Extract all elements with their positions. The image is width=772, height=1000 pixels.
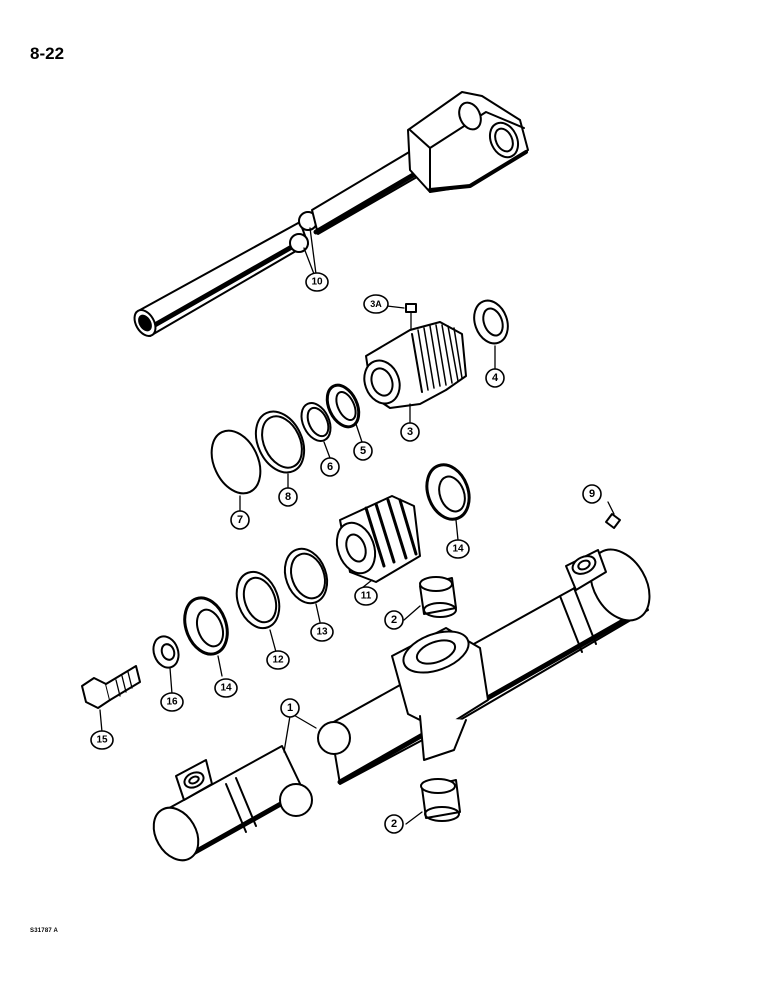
callout-13: 13 [316,627,328,638]
callout-7: 7 [237,514,243,526]
part-16-washer [152,635,180,695]
callout-14-upper: 14 [452,544,464,555]
drawing-code: S31787 A [30,928,59,934]
callout-3: 3 [407,426,413,438]
callout-4: 4 [492,372,499,384]
part-5-seal [325,383,363,443]
callout-9: 9 [589,488,595,500]
part-14-lower-ring [183,596,229,677]
callout-2-upper: 2 [391,614,397,626]
part-2-bushing-lower [405,778,461,825]
part-12-ring [235,570,281,653]
part-6-ring [300,402,332,459]
cylinder-barrel [152,501,651,862]
callout-2-lower: 2 [391,818,397,830]
part-8-ring [254,410,306,489]
callout-15: 15 [96,735,108,746]
callout-12: 12 [272,655,284,666]
part-13-ring [283,547,329,623]
piston-rod [133,91,529,337]
callout-8: 8 [285,491,291,503]
callout-circles [90,272,602,834]
callout-10: 10 [311,277,323,288]
part-15-bolt [81,665,141,733]
part-2-bushing-upper [403,576,457,621]
piston [335,495,421,589]
callout-5: 5 [360,445,366,457]
cylinder-head [363,303,467,425]
callout-11: 11 [361,591,372,602]
part-7-oring [210,429,262,513]
page-number: 8-22 [30,44,65,63]
part-14-upper-ring [425,463,471,541]
callout-14-lower: 14 [220,683,232,694]
part-4-ring [473,299,509,371]
callout-1: 1 [287,702,293,714]
callout-3a: 3A [370,299,382,309]
callout-16: 16 [166,697,178,708]
callout-6: 6 [327,461,333,473]
